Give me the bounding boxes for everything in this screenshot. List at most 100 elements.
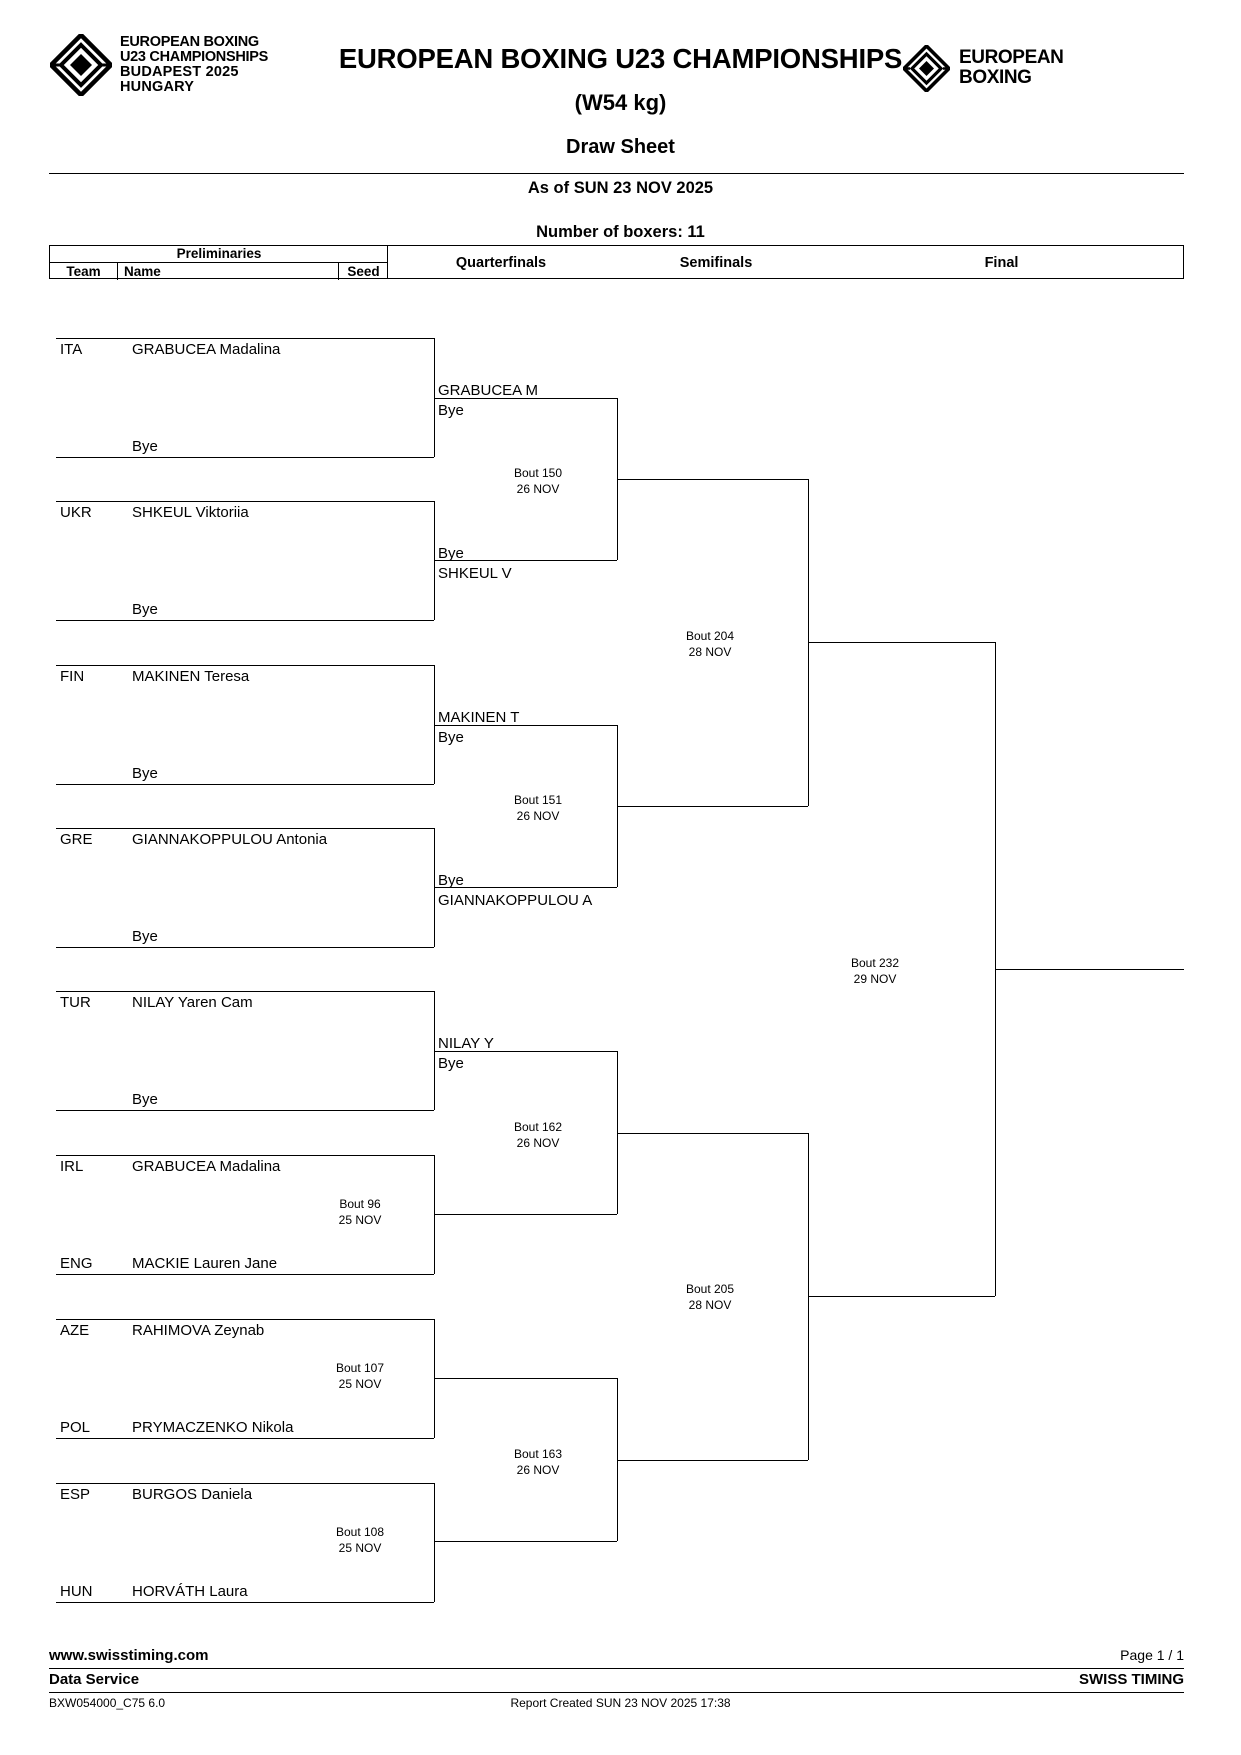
qf-connector-4 xyxy=(617,1378,618,1541)
qf-winner-2-top: Bye xyxy=(438,545,464,562)
prelim-bout-date-96: 25 NOV xyxy=(338,1212,382,1227)
qf-line-1-bottom xyxy=(434,560,617,561)
final-bout-number-232: Bout 232 xyxy=(850,956,900,970)
prelim-connector-8 xyxy=(434,1483,435,1602)
final-line-bottom xyxy=(808,1296,995,1297)
prelim-line-top-8 xyxy=(56,1483,434,1484)
footer-report-created: Report Created SUN 23 NOV 2025 17:38 xyxy=(510,1696,731,1710)
footer-data-service: Data Service xyxy=(49,1671,140,1688)
prelim-line-top-1 xyxy=(56,338,434,339)
footer-divider-2 xyxy=(49,1692,1184,1693)
final-bout-label-232: Bout 232 29 NOV xyxy=(815,956,935,987)
champion-line xyxy=(995,969,1184,970)
sf-line-1-bottom xyxy=(617,806,808,807)
footer-divider-1 xyxy=(49,1668,1184,1669)
prelim-bout-number-96: Bout 96 xyxy=(339,1197,381,1211)
column-header-seed: Seed xyxy=(347,264,380,279)
prelim-line-bottom-5 xyxy=(56,1110,434,1111)
prelim-name-6: GRABUCEA Madalina xyxy=(132,1158,281,1175)
qf-bout-number-150: Bout 150 xyxy=(513,466,563,480)
prelim-line-bottom-1 xyxy=(56,457,434,458)
qf-bout-number-151: Bout 151 xyxy=(513,793,563,807)
qf-winner-3-top: MAKINEN T xyxy=(438,709,520,726)
prelim-name-4-opponent: Bye xyxy=(132,928,158,945)
prelim-line-bottom-2 xyxy=(56,620,434,621)
sf-bout-label-204: Bout 204 28 NOV xyxy=(650,629,770,660)
prelim-name-2: SHKEUL Viktoriia xyxy=(132,504,249,521)
qf-bout-date-163: 26 NOV xyxy=(516,1462,560,1477)
prelim-name-10: BURGOS Daniela xyxy=(132,1486,253,1503)
qf-bout-number-162: Bout 162 xyxy=(513,1120,563,1134)
event-logo-line1: EUROPEAN BOXING xyxy=(120,34,259,51)
prelim-name-3-opponent: Bye xyxy=(132,765,158,782)
prelim-line-top-6 xyxy=(56,1155,434,1156)
prelim-bout-date-107: 25 NOV xyxy=(338,1376,382,1391)
event-logo-text: EUROPEAN BOXING U23 CHAMPIONSHIPS BUDAPE… xyxy=(120,35,268,94)
prelim-name-7: MACKIE Lauren Jane xyxy=(132,1255,278,1272)
header-divider xyxy=(49,173,1184,174)
column-header-quarterfinals: Quarterfinals xyxy=(455,255,547,271)
prelim-line-bottom-4 xyxy=(56,947,434,948)
sf-bout-number-205: Bout 205 xyxy=(685,1282,735,1296)
qf-winner-2-bottom: SHKEUL V xyxy=(438,565,512,582)
prelim-line-top-4 xyxy=(56,828,434,829)
prelim-line-bottom-7 xyxy=(56,1438,434,1439)
federation-logo: EUROPEAN BOXING xyxy=(901,42,1083,94)
qf-bout-date-150: 26 NOV xyxy=(516,481,560,496)
column-header-semifinals: Semifinals xyxy=(679,255,753,271)
federation-logo-mark-icon xyxy=(901,42,952,94)
prelim-bout-label-108: Bout 108 25 NOV xyxy=(300,1525,420,1556)
final-line-top xyxy=(808,642,995,643)
prelim-name-5: NILAY Yaren Cam xyxy=(132,994,253,1011)
footer-website[interactable]: www.swisstiming.com xyxy=(49,1647,209,1664)
prelim-team-6: IRL xyxy=(60,1158,84,1175)
prelim-line-bottom-6 xyxy=(56,1274,434,1275)
event-logo: EUROPEAN BOXING U23 CHAMPIONSHIPS BUDAPE… xyxy=(47,30,280,100)
prelim-team-11: HUN xyxy=(60,1583,93,1600)
prelim-team-4: GRE xyxy=(60,831,93,848)
prelim-team-5: TUR xyxy=(60,994,91,1011)
weight-category: (W54 kg) xyxy=(574,90,667,115)
event-logo-mark-icon xyxy=(47,31,115,99)
qf-line-2-bottom xyxy=(434,887,617,888)
footer-company: SWISS TIMING xyxy=(1079,1671,1184,1688)
prelim-team-7: ENG xyxy=(60,1255,93,1272)
sf-line-2-top xyxy=(617,1133,808,1134)
qf-line-4-top xyxy=(434,1378,617,1379)
prelim-connector-5 xyxy=(434,991,435,1110)
prelim-team-9: POL xyxy=(60,1419,91,1436)
as-of-date: As of SUN 23 NOV 2025 xyxy=(527,179,714,197)
prelim-name-9: PRYMACZENKO Nikola xyxy=(132,1419,294,1436)
federation-logo-text: EUROPEAN BOXING xyxy=(959,48,1064,88)
qf-line-1-top xyxy=(434,398,617,399)
prelim-name-1-opponent: Bye xyxy=(132,438,158,455)
sf-line-2-bottom xyxy=(617,1460,808,1461)
qf-bout-label-162: Bout 162 26 NOV xyxy=(478,1120,598,1151)
qf-winner-3-bottom: Bye xyxy=(438,729,464,746)
prelim-bout-date-108: 25 NOV xyxy=(338,1540,382,1555)
qf-bout-label-150: Bout 150 26 NOV xyxy=(478,466,598,497)
event-logo-line3: BUDAPEST 2025 xyxy=(120,64,239,80)
qf-bout-label-151: Bout 151 26 NOV xyxy=(478,793,598,824)
sf-line-1-top xyxy=(617,479,808,480)
prelim-name-3: MAKINEN Teresa xyxy=(132,668,250,685)
column-header-preliminaries: Preliminaries xyxy=(50,246,388,263)
event-logo-line2: U23 CHAMPIONSHIPS xyxy=(120,49,268,66)
prelim-name-11: HORVÁTH Laura xyxy=(132,1583,248,1600)
column-header-name: Name xyxy=(118,263,339,280)
event-logo-line4: HUNGARY xyxy=(120,78,195,95)
column-header-team: Team xyxy=(50,263,118,280)
prelim-team-1: ITA xyxy=(60,341,83,358)
qf-bout-number-163: Bout 163 xyxy=(513,1447,563,1461)
prelim-connector-3 xyxy=(434,665,435,784)
prelim-line-top-5 xyxy=(56,991,434,992)
prelim-team-3: FIN xyxy=(60,668,85,685)
prelim-bout-number-108: Bout 108 xyxy=(335,1525,385,1539)
footer-report-code: BXW054000_C75 6.0 xyxy=(49,1696,166,1710)
prelim-bout-label-107: Bout 107 25 NOV xyxy=(300,1361,420,1392)
qf-winner-4-top: Bye xyxy=(438,872,464,889)
qf-line-2-top xyxy=(434,725,617,726)
qf-winner-5-top: NILAY Y xyxy=(438,1035,494,1052)
